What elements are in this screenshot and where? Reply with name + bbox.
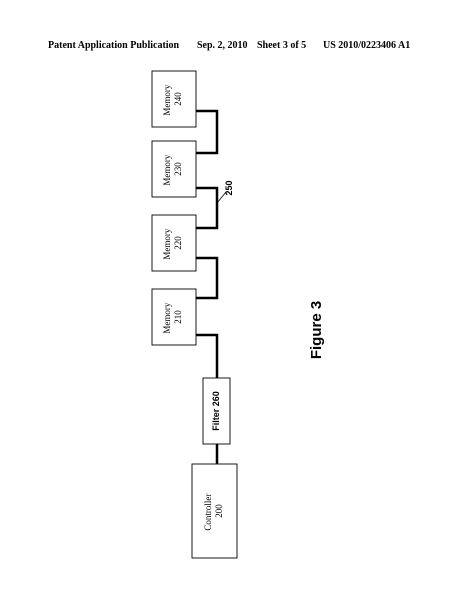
figure-caption: Figure 3 <box>308 301 325 359</box>
memory-240-label: Memory 240 <box>162 82 183 115</box>
publication-date: Sep. 2, 2010 <box>197 40 248 51</box>
memory-240-box <box>151 70 197 128</box>
memory-220-name: Memory <box>162 228 172 259</box>
page-header: Patent Application Publication Sep. 2, 2… <box>0 40 465 54</box>
sheet-number: Sheet 3 of 5 <box>257 40 307 51</box>
bus-lines <box>196 109 219 465</box>
memory-210-ref: 210 <box>173 310 183 324</box>
memory230-memory240-line <box>196 109 219 155</box>
memory-230-ref: 230 <box>173 162 183 176</box>
memory-230-label: Memory 230 <box>162 152 183 185</box>
bus-leader-line <box>216 191 227 204</box>
bus-label: 250 <box>224 180 234 195</box>
patent-number: US 2010/0223406 A1 <box>323 40 411 51</box>
controller-label: Controller 200 <box>203 491 224 530</box>
memory-210-name: Memory <box>162 302 172 333</box>
memory-230-name: Memory <box>162 154 172 185</box>
filter-memory210-line <box>196 333 219 378</box>
filter-label: Filter 260 <box>211 391 221 431</box>
memory-210-box <box>151 288 197 346</box>
memory-210-label: Memory 210 <box>162 300 183 333</box>
memory-220-ref: 220 <box>173 236 183 250</box>
controller-box <box>191 463 238 559</box>
memory-240-ref: 240 <box>173 92 183 106</box>
memory-240-name: Memory <box>162 84 172 115</box>
memory-230-box <box>151 140 197 198</box>
controller-name: Controller <box>203 494 213 531</box>
memory-220-box <box>151 214 197 272</box>
memory210-memory220-line <box>196 256 219 300</box>
controller-ref: 200 <box>214 504 224 518</box>
memory220-memory230-line <box>196 186 219 230</box>
publication-title: Patent Application Publication <box>48 40 180 51</box>
memory-220-label: Memory 220 <box>162 226 183 259</box>
filter-box <box>202 377 231 445</box>
